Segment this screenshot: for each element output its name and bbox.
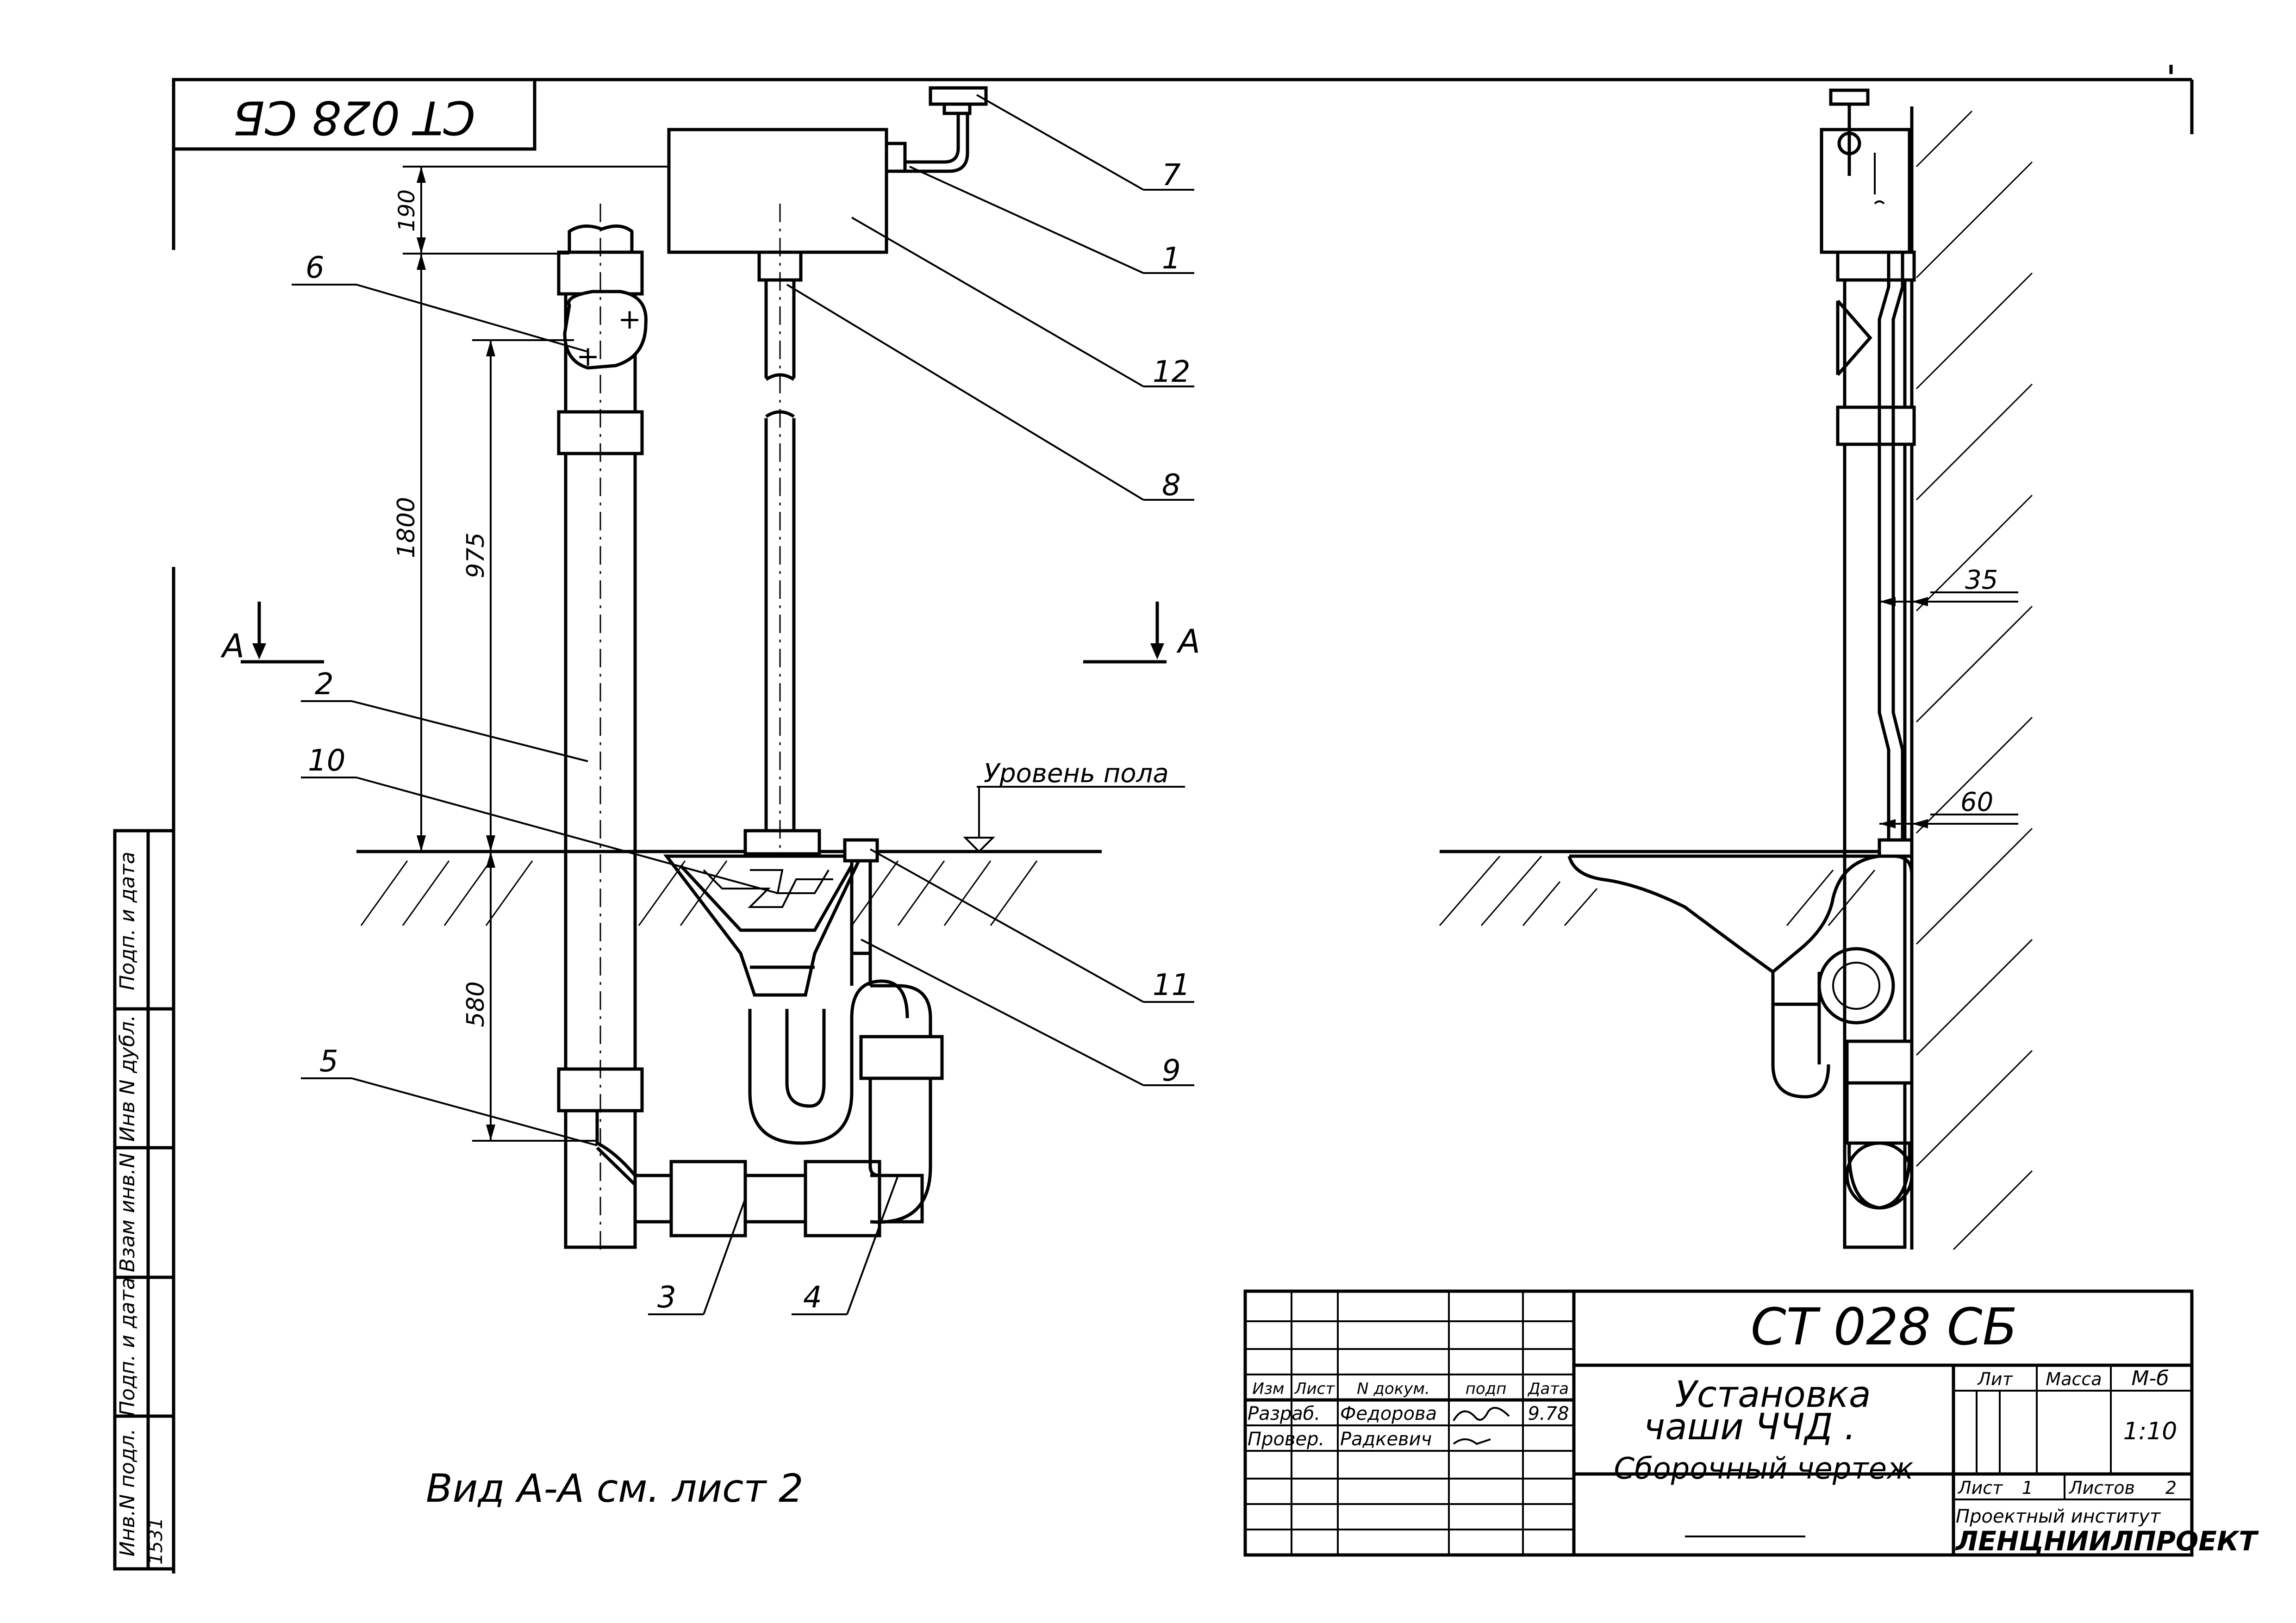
tb-sheet-num: 1 [2022,1478,2033,1498]
row-0-date: 9.78 [1528,1403,1569,1424]
dim-1800: 1800 [393,497,420,558]
row-1-signature [1453,1438,1491,1445]
section-letter-left: А [220,627,244,665]
hdr-ndoc: N докум. [1357,1380,1430,1398]
tb-title-2: чаши ЧЧД . [1644,1406,1856,1448]
leaders: 7 1 12 8 11 9 6 2 10 5 [292,94,1194,1315]
tb-title-3: Сборочный чертеж [1614,1452,1914,1486]
tb-scale-label: М-б [2132,1367,2169,1390]
left-strip: Инв.N подл. Подп. и дата Взам инв.N Инв … [113,829,175,1571]
dim-975: 975 [462,532,490,578]
leader-1: 1 [1162,242,1181,276]
row-0-name: Федорова [1340,1403,1437,1424]
tb-mass-label: Масса [2046,1369,2102,1389]
section-letter-right: А [1176,622,1200,660]
leader-7: 7 [1162,158,1181,193]
leader-2: 2 [315,667,334,702]
tb-sheets-total: 2 [2165,1478,2177,1498]
leader-12: 12 [1153,355,1190,389]
leader-5: 5 [319,1045,338,1079]
dim-580: 580 [462,981,490,1027]
tb-scale: 1:10 [2123,1418,2177,1445]
hdr-date: Дата [1527,1380,1569,1398]
leader-4: 4 [803,1281,822,1315]
tb-lit-label: Лит [1977,1369,2013,1389]
left-strip-label-3: Инв N дубл. [116,1015,139,1142]
left-strip-label-0: Инв.N подл. [116,1429,139,1557]
left-strip-label-4: Подп. и дата [116,852,139,990]
dim-190: 190 [394,189,420,232]
left-strip-label-2: Взам инв.N [116,1153,139,1272]
tb-org-1: Проектный институт [1956,1506,2161,1527]
left-strip-number: 1531 [145,1517,167,1565]
view-note: Вид А-А см. лист 2 [426,1466,803,1511]
dim-35: 35 [1965,565,1998,595]
row-0-role: Разраб. [1248,1403,1320,1424]
tb-sheet-label: Лист [1957,1478,2003,1498]
leader-9: 9 [1162,1054,1181,1088]
side-view: 35 60 [1439,88,2033,1250]
left-strip-label-1: Подп. и дата [116,1277,139,1416]
leader-10: 10 [308,744,345,778]
floor-level-label: Уровень пола [984,759,1169,789]
tb-org-2: ЛЕНЦНИИЛПРОЕКТ [1955,1525,2259,1557]
row-1-role: Провер. [1248,1429,1324,1450]
dim-60: 60 [1960,787,1993,817]
leader-3: 3 [657,1281,676,1315]
tb-title-1: Установка [1675,1374,1871,1416]
title-block: Изм Лист N докум. подп Дата Разраб. Федо… [1243,1289,2259,1557]
tb-sheets-label: Листов [2068,1478,2135,1498]
hdr-list: Лист [1294,1380,1335,1398]
rotated-stamp: СТ 028 СБ [172,78,537,151]
leader-11: 11 [1153,968,1190,1002]
leader-6: 6 [306,251,324,285]
svg-text:+: + [618,303,641,336]
hdr-izm: Изм [1252,1380,1284,1398]
front-view: + + [220,86,1200,1250]
hdr-podp: подп [1466,1380,1507,1398]
row-1-name: Радкевич [1340,1429,1432,1450]
rotated-stamp-code: СТ 028 СБ [233,91,475,145]
svg-text:+: + [576,340,599,373]
row-0-signature [1453,1407,1510,1422]
leader-8: 8 [1162,468,1181,503]
tb-code: СТ 028 СБ [1751,1297,2017,1356]
